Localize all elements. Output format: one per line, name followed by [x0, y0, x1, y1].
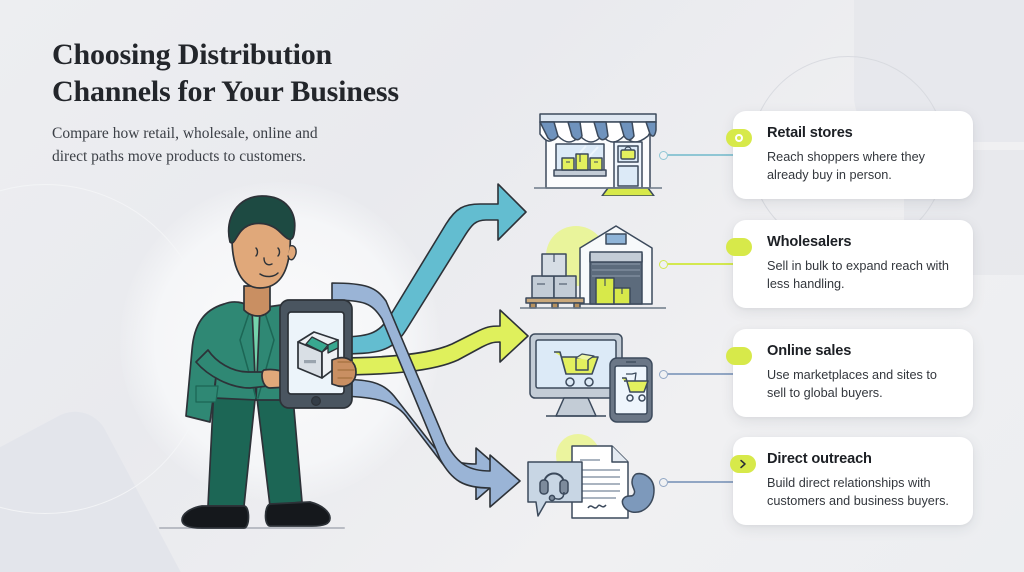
connector-line-wholesale — [668, 263, 737, 265]
connector-dot-online — [659, 369, 668, 379]
channel-card-online[interactable]: Online sales Use marketplaces and sites … — [726, 329, 973, 418]
page-subtitle: Compare how retail, wholesale, online an… — [52, 123, 482, 168]
page-subtitle-line-2: direct paths move products to customers. — [52, 148, 306, 165]
chevron-right-icon — [740, 459, 746, 469]
flow-arrow-direct-group — [331, 282, 521, 508]
flow-arrow-wholesale — [331, 309, 529, 376]
channel-title-direct: Direct outreach — [767, 451, 872, 467]
channel-desc-online: Use marketplaces and sites to sell to gl… — [767, 368, 937, 401]
monitor-phone-cart-icon — [529, 333, 653, 423]
flow-arrow-direct — [331, 282, 521, 508]
person-holding-tablet-illustration — [159, 195, 357, 529]
connector-line-retail — [668, 154, 737, 156]
connector-direct — [659, 476, 737, 488]
connector-online — [659, 368, 737, 380]
badge-retail — [726, 129, 752, 147]
channel-card-wholesale[interactable]: Wholesalers Sell in bulk to expand reach… — [726, 220, 973, 309]
channel-desc-retail: Reach shoppers where they already buy in… — [767, 150, 925, 183]
header-block: Choosing Distribution Channels for Your … — [52, 36, 482, 169]
page-title: Choosing Distribution Channels for Your … — [52, 36, 482, 110]
channel-title-retail: Retail stores — [767, 125, 853, 141]
connector-dot-retail — [659, 150, 668, 160]
page-title-line-1: Choosing Distribution — [52, 38, 333, 71]
connector-wholesale — [659, 258, 737, 270]
connector-retail — [659, 149, 737, 161]
connector-dot-direct — [659, 477, 668, 487]
channel-desc-wholesale: Sell in bulk to expand reach with less h… — [767, 259, 949, 292]
channel-card-retail[interactable]: Retail stores Reach shoppers where they … — [726, 111, 973, 200]
badge-wholesale — [726, 238, 752, 256]
channel-desc-direct: Build direct relationships with customer… — [767, 476, 949, 509]
connector-line-online — [668, 373, 737, 375]
channel-title-wholesale: Wholesalers — [767, 234, 852, 250]
channel-card-direct[interactable]: Direct outreach Build direct relationshi… — [730, 437, 973, 526]
headset-document-phone-icon — [527, 434, 655, 519]
badge-direct — [730, 455, 756, 473]
connector-line-direct — [668, 481, 737, 483]
storefront-icon — [534, 113, 662, 196]
page-title-line-2: Channels for Your Business — [52, 75, 399, 109]
badge-online — [726, 347, 752, 365]
warehouse-icon — [520, 225, 666, 309]
ring-icon — [735, 134, 743, 142]
channel-title-online: Online sales — [767, 343, 852, 359]
page-subtitle-line-1: Compare how retail, wholesale, online an… — [52, 125, 318, 143]
connector-dot-wholesale — [659, 259, 668, 269]
